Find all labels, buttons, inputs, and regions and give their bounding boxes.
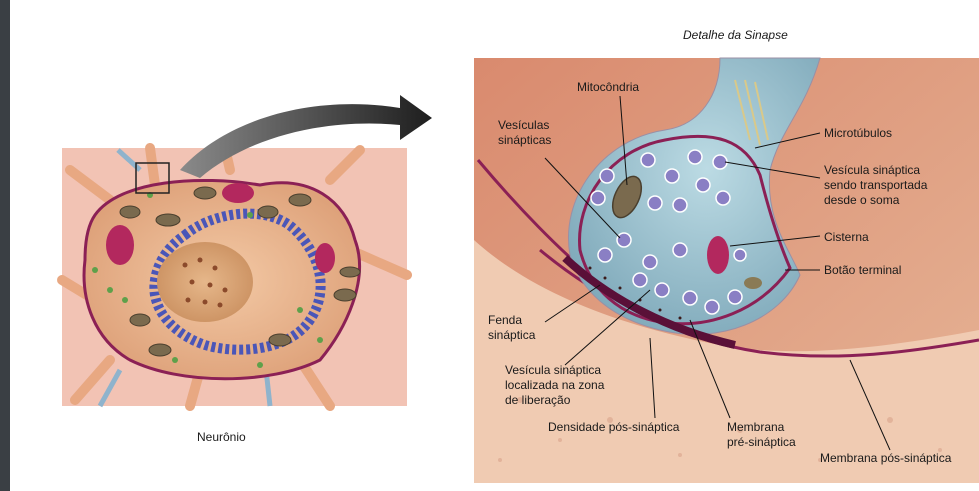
label-cisterna: Cisterna <box>824 230 869 244</box>
label-microtubulos: Microtúbulos <box>824 126 892 140</box>
small-mitochondrion <box>744 277 762 289</box>
label-vesicula-transportada-line2: sendo transportada <box>824 178 927 192</box>
label-vesiculas-line1: Vesículas <box>498 118 549 132</box>
neuron-caption: Neurônio <box>197 430 246 444</box>
label-vesicula-liberacao-line1: Vesícula sináptica <box>505 363 601 377</box>
neuron-illustration <box>62 148 407 406</box>
label-vesicula-liberacao-line3: de liberação <box>505 393 570 407</box>
label-vesiculas-line2: sinápticas <box>498 133 551 147</box>
label-membrana-pre-line1: Membrana <box>727 420 784 434</box>
label-membrana-pre-line2: pré-sináptica <box>727 435 796 449</box>
label-fenda-line1: Fenda <box>488 313 522 327</box>
synapse-title: Detalhe da Sinapse <box>683 28 788 42</box>
label-vesicula-transportada-line1: Vesícula sináptica <box>824 163 920 177</box>
label-mitocondria: Mitocôndria <box>577 80 639 94</box>
label-botao-terminal: Botão terminal <box>824 263 901 277</box>
golgi-left <box>106 225 134 265</box>
cisterna-shape <box>707 236 729 274</box>
golgi-right <box>315 243 335 273</box>
label-vesicula-liberacao-line2: localizada na zona <box>505 378 604 392</box>
nucleus <box>157 242 253 322</box>
label-densidade: Densidade pós-sináptica <box>548 420 679 434</box>
label-membrana-pos: Membrana pós-sináptica <box>820 451 951 465</box>
golgi-top <box>222 183 254 203</box>
label-fenda-line2: sináptica <box>488 328 535 342</box>
label-vesicula-transportada-line3: desde o soma <box>824 193 899 207</box>
